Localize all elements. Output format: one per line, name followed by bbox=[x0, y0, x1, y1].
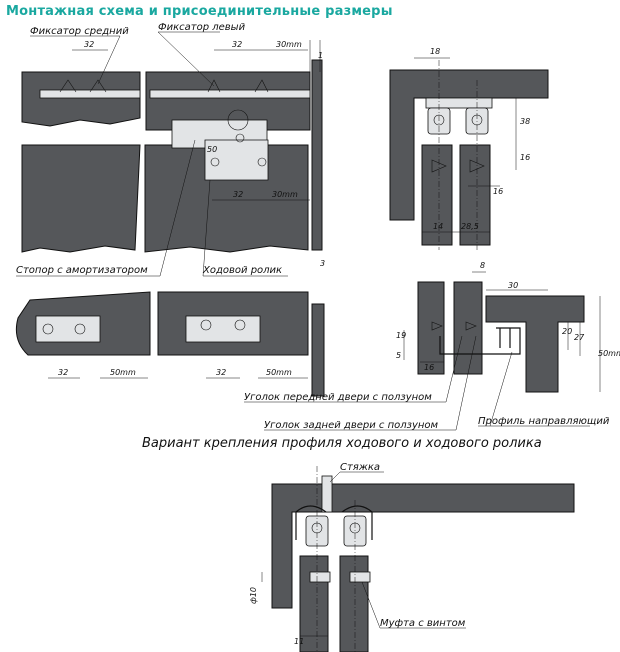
profile-door-back bbox=[453, 281, 483, 375]
dim-32-top-right: 32 bbox=[232, 40, 242, 49]
dim-16-horiz: 16 bbox=[493, 187, 503, 196]
diagram-title: Монтажная схема и присоединительные разм… bbox=[6, 4, 393, 19]
rail-channel-left bbox=[39, 89, 141, 99]
fixator-left-clips bbox=[207, 79, 269, 93]
screw-icon bbox=[257, 157, 267, 167]
screw-icon bbox=[42, 323, 54, 335]
dim-30mm-top: 30mm bbox=[276, 40, 302, 49]
dim-50: 50 bbox=[207, 145, 217, 154]
label-roller: Ходовой ролик bbox=[202, 265, 282, 276]
label-fixator-left: Фиксатор левый bbox=[158, 22, 246, 33]
label-corner-front: Уголок передней двери с ползуном bbox=[244, 392, 432, 403]
dim-30mm-bottom: 30mm bbox=[272, 190, 298, 199]
rail-segment-left bbox=[21, 71, 141, 127]
alt-coupling-front bbox=[309, 571, 331, 583]
bottom-rail-assembly bbox=[15, 291, 325, 397]
diagram-subtitle: Вариант крепления профиля ходового и ход… bbox=[142, 436, 542, 451]
dim-50mm-vert: 50mm bbox=[598, 349, 620, 358]
profile-floor-block bbox=[485, 295, 585, 393]
alternative-mounting-section bbox=[261, 466, 575, 652]
alt-roller-front bbox=[305, 515, 329, 547]
profile-door-front bbox=[417, 281, 445, 375]
dim-3: 3 bbox=[320, 259, 325, 268]
dim-14: 14 bbox=[433, 222, 443, 231]
leader-line bbox=[361, 581, 381, 629]
fixator-middle-clips bbox=[59, 79, 107, 93]
section-frame bbox=[389, 69, 549, 221]
dim-50mm-right: 50mm bbox=[266, 368, 292, 377]
label-coupling: Муфта с винтом bbox=[380, 618, 466, 629]
label-stopper: Стопор с амортизатором bbox=[16, 265, 148, 276]
dim-50mm-left: 50mm bbox=[110, 368, 136, 377]
leader-line bbox=[157, 31, 215, 87]
label-guide-profile: Профиль направляющий bbox=[478, 416, 610, 427]
screw-icon bbox=[234, 319, 246, 331]
roller-bracket bbox=[204, 139, 269, 181]
alt-door-back bbox=[339, 555, 369, 652]
top-rail-assembly bbox=[21, 40, 323, 253]
dim-18: 18 bbox=[430, 47, 440, 56]
leader-line bbox=[455, 335, 477, 431]
screw-icon bbox=[200, 319, 212, 331]
alt-frame bbox=[271, 483, 575, 609]
leader-line bbox=[329, 471, 341, 483]
bottom-end-panel bbox=[311, 303, 325, 397]
end-panel-vertical bbox=[311, 59, 323, 251]
label-fixator-middle: Фиксатор средний bbox=[30, 26, 129, 37]
leader-line bbox=[159, 139, 196, 277]
dim-32-bottom-right: 32 bbox=[216, 368, 226, 377]
dim-38: 38 bbox=[520, 117, 530, 126]
label-corner-back: Уголок задней двери с ползуном bbox=[264, 420, 439, 431]
dim-32-top: 32 bbox=[84, 40, 94, 49]
screw-icon bbox=[210, 157, 220, 167]
dim-28-5: 28,5 bbox=[461, 222, 479, 231]
screw-icon bbox=[235, 133, 245, 143]
section-door-back bbox=[459, 144, 491, 246]
rail-segment-right bbox=[145, 71, 311, 131]
dim-8: 8 bbox=[480, 261, 485, 270]
dim-phi10: ф10 bbox=[249, 587, 258, 604]
section-rail bbox=[425, 97, 493, 109]
corner-plate-left bbox=[35, 315, 101, 343]
corner-plate-right bbox=[185, 315, 261, 343]
alt-tie-bolt bbox=[321, 475, 333, 513]
section-door-front bbox=[421, 144, 453, 246]
alt-door-front bbox=[299, 555, 329, 652]
guide-profile-shape bbox=[439, 327, 521, 355]
dim-16-vert: 16 bbox=[520, 153, 530, 162]
leader-line bbox=[97, 35, 121, 85]
alt-rail-profile bbox=[295, 505, 373, 540]
label-tie: Стяжка bbox=[340, 462, 380, 473]
rail-channel-right bbox=[149, 89, 311, 99]
roller-wheel-icon bbox=[227, 109, 249, 131]
profile-screw-icon bbox=[431, 321, 477, 331]
bottom-profile-section bbox=[403, 271, 601, 393]
leader-line bbox=[445, 335, 463, 403]
door-panel-left bbox=[21, 144, 141, 253]
dim-1: 1 bbox=[318, 51, 323, 60]
top-right-section bbox=[389, 57, 549, 250]
dim-20: 20 bbox=[562, 327, 572, 336]
screw-icon bbox=[74, 323, 86, 335]
alt-coupling-back bbox=[349, 571, 371, 583]
dim-32-bottom-left: 32 bbox=[58, 368, 68, 377]
dim-19: 19 bbox=[396, 331, 406, 340]
dim-30: 30 bbox=[508, 281, 518, 290]
dim-11: 11 bbox=[294, 637, 304, 646]
dim-32-bottom: 32 bbox=[233, 190, 243, 199]
dim-27: 27 bbox=[574, 333, 585, 342]
dim-16-profile: 16 bbox=[424, 363, 434, 372]
leader-line bbox=[489, 351, 513, 427]
leader-line bbox=[202, 179, 211, 277]
dim-5: 5 bbox=[396, 351, 401, 360]
